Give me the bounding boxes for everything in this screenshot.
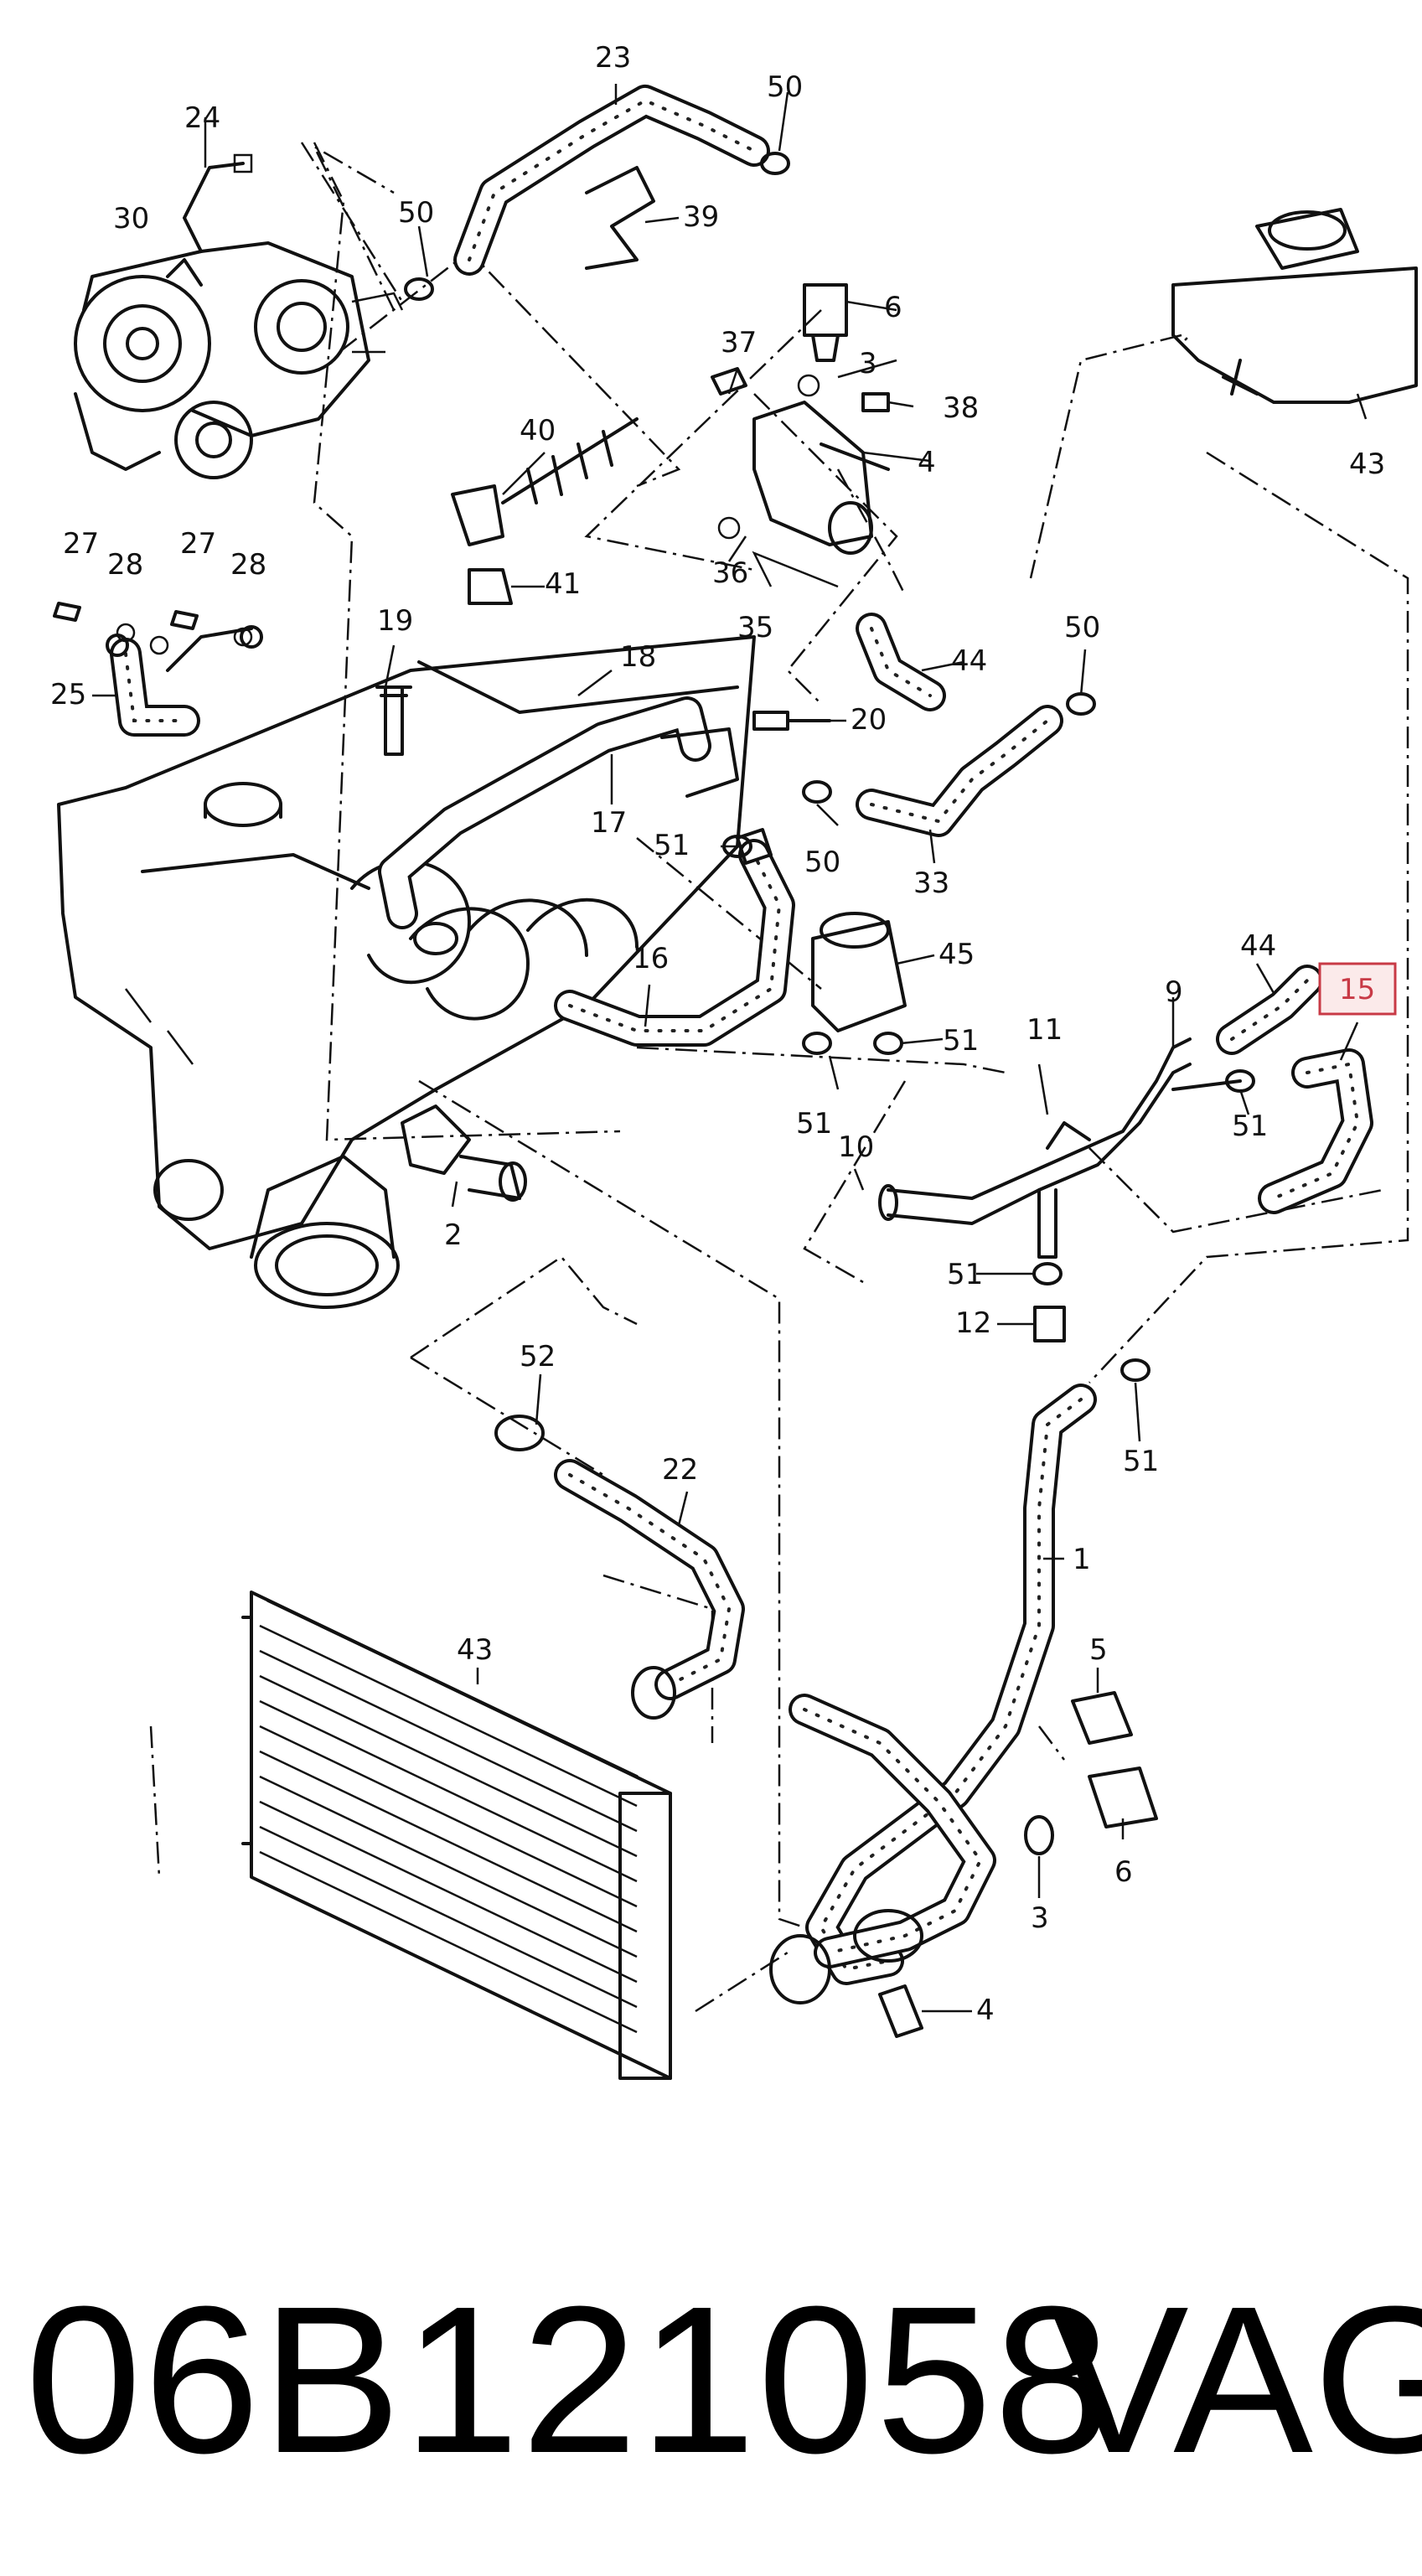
label-11: 11 xyxy=(1026,1013,1063,1047)
clip-39 xyxy=(585,166,655,270)
label-50-top-right: 50 xyxy=(767,70,803,104)
coolant-hose-exploded-diagram: 24 23 50 30 50 39 6 3 37 38 40 4 27 27 2… xyxy=(50,41,1418,2080)
label-37: 37 xyxy=(721,326,757,360)
label-52: 52 xyxy=(520,1340,556,1373)
label-41: 41 xyxy=(545,567,581,601)
coolant-flange xyxy=(401,1104,527,1202)
label-1: 1 xyxy=(1073,1543,1091,1576)
hose-15 xyxy=(1258,1048,1373,1214)
label-leaders xyxy=(92,84,1368,2013)
label-28-right: 28 xyxy=(230,548,266,582)
bolt-19 xyxy=(375,685,412,756)
hose-23 xyxy=(453,85,770,276)
hose-22 xyxy=(554,1459,745,1720)
label-22: 22 xyxy=(662,1453,698,1487)
label-51-lower: 51 xyxy=(947,1258,983,1291)
label-12: 12 xyxy=(955,1306,991,1340)
label-15: 15 xyxy=(1339,973,1375,1006)
assembly-guide-lines xyxy=(149,142,1409,2013)
label-50-top-left: 50 xyxy=(398,196,434,230)
label-10: 10 xyxy=(838,1130,874,1164)
hose-44-lower xyxy=(1216,965,1323,1055)
label-16: 16 xyxy=(633,942,669,975)
label-33: 33 xyxy=(913,866,949,900)
label-4-lower: 4 xyxy=(976,1994,995,2027)
label-25: 25 xyxy=(50,678,86,711)
label-27-left: 27 xyxy=(63,527,99,561)
label-17: 17 xyxy=(591,806,627,840)
hose-1 xyxy=(769,1384,1097,2004)
label-50-mid-right: 50 xyxy=(1064,611,1100,644)
engine-block xyxy=(57,635,756,1309)
label-30: 30 xyxy=(113,202,149,235)
label-9: 9 xyxy=(1165,975,1183,1009)
return-pipe-assembly xyxy=(53,602,263,737)
label-40: 40 xyxy=(520,414,556,447)
label-6-top: 6 xyxy=(884,291,902,324)
highlight-box-15 xyxy=(1318,962,1397,1016)
hose-clamps xyxy=(404,152,1255,1451)
label-36: 36 xyxy=(712,556,748,590)
coolant-pipe-9 xyxy=(878,1037,1242,1259)
coolant-pipe-17 xyxy=(378,696,739,955)
oil-feed-pipe-union xyxy=(233,153,253,173)
part-labels: 24 23 50 30 50 39 6 3 37 38 40 4 27 27 2… xyxy=(50,41,1385,2027)
label-51-mid: 51 xyxy=(943,1024,979,1058)
label-24: 24 xyxy=(184,101,220,135)
label-4-top: 4 xyxy=(918,446,936,479)
thermostat-housing xyxy=(711,283,890,555)
label-44-right: 44 xyxy=(1240,929,1276,963)
sensor-lower xyxy=(878,1691,1158,2038)
label-44-top: 44 xyxy=(951,644,987,678)
label-51-right: 51 xyxy=(1232,1110,1268,1143)
label-51-bottom: 51 xyxy=(1123,1445,1159,1478)
label-5: 5 xyxy=(1089,1633,1108,1667)
label-19: 19 xyxy=(377,604,413,638)
label-39: 39 xyxy=(683,200,719,234)
bleeder-plug-12 xyxy=(1033,1306,1066,1342)
label-3-top: 3 xyxy=(859,347,877,380)
expansion-tank-43 xyxy=(1171,208,1418,404)
hose-44-upper xyxy=(856,613,946,711)
label-35: 35 xyxy=(737,611,773,644)
label-3-lower: 3 xyxy=(1031,1901,1049,1935)
label-43-radiator: 43 xyxy=(457,1633,493,1667)
hose-33 xyxy=(856,705,1063,837)
radiator xyxy=(241,1591,672,2080)
label-20: 20 xyxy=(851,703,887,737)
label-18: 18 xyxy=(620,640,656,674)
brand-name: VAG xyxy=(1049,2263,1422,2496)
label-27-right: 27 xyxy=(180,527,216,561)
reservoir-45 xyxy=(811,912,907,1032)
turbocharger xyxy=(74,241,404,479)
label-38: 38 xyxy=(943,391,979,425)
sensor-assembly xyxy=(451,417,639,605)
label-50-mid: 50 xyxy=(804,846,840,879)
label-23: 23 xyxy=(595,41,631,75)
label-43-tank: 43 xyxy=(1349,447,1385,481)
label-51-mid-left: 51 xyxy=(796,1107,832,1141)
label-2: 2 xyxy=(444,1218,463,1252)
label-51-upper: 51 xyxy=(654,829,690,862)
label-45: 45 xyxy=(939,938,975,971)
label-6-lower: 6 xyxy=(1114,1855,1133,1889)
oil-feed-pipe xyxy=(183,162,245,253)
label-28-left: 28 xyxy=(107,548,143,582)
part-number: 06B121058 xyxy=(25,2263,1113,2496)
